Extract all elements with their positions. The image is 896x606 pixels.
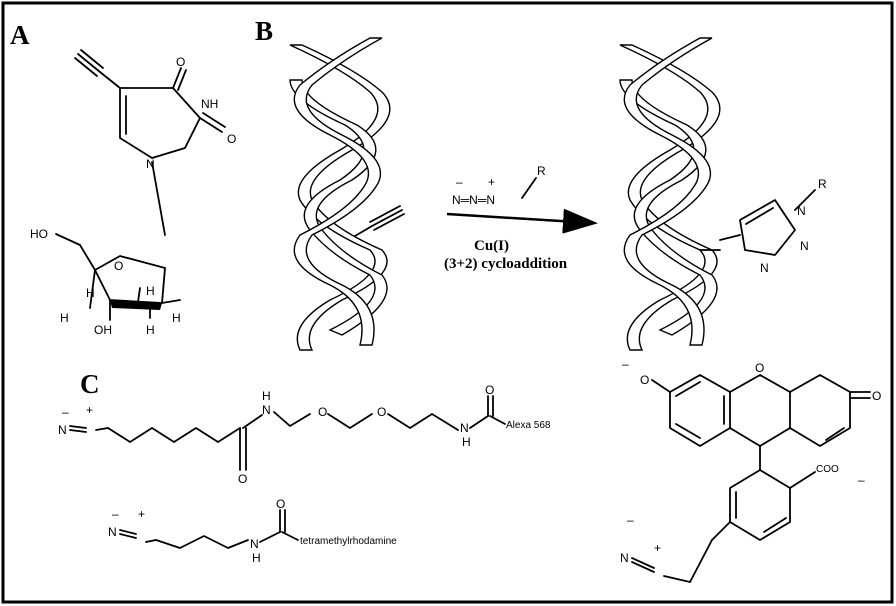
reagent-azide: N═N═N [452,193,495,207]
panel-label-a: A [10,20,30,50]
dna-helix-right [619,37,721,351]
linker2-azide: N [108,525,117,539]
atom-o-right: O [227,132,236,146]
panel-label-c: C [80,369,100,399]
linker2-minus: – [112,507,119,521]
linker1-o-amide: O [238,472,247,486]
atom-h4: H [146,323,155,337]
product-r: R [818,177,827,191]
linker1-minus: – [62,405,69,419]
atom-o-top: O [176,55,185,69]
edu-structure [55,49,226,321]
fluorescein-azide-n: N [620,551,629,565]
atom-nh: NH [201,97,218,111]
reagent-plus: + [488,175,495,189]
fluorescein-o-left: O [640,373,649,387]
condition-catalyst: Cu(I) [474,238,509,254]
atom-h1: H [86,286,95,300]
atom-h3: H [146,284,155,298]
atom-ho: HO [30,227,48,241]
product-n3: N [760,261,769,275]
atom-n1: N [146,157,155,171]
linker2-n: N [250,537,259,551]
reaction-arrow [446,208,598,234]
panel-label-b: B [255,16,273,46]
linker1-n2: N [460,421,469,435]
fluorescein-azide-plus: + [654,541,661,555]
atom-o-ring: O [114,259,123,273]
fluorescein-azide-minus: – [627,513,634,527]
linker2-label: tetramethylrhodamine [300,536,397,547]
reagent-r: R [537,164,546,178]
product-n2: N [800,239,809,253]
linker2-o: O [276,497,285,511]
atom-oh: OH [94,323,112,337]
linker1-o-ether2: O [377,405,386,419]
fluorescein-o-right: O [872,389,881,403]
fluorescein-minus-coo: – [858,473,865,487]
linker1-azide: N [58,423,67,437]
linker1-label: Alexa 568 [506,420,551,431]
linker1-h2: H [462,435,471,449]
linker1-o-carbonyl: O [485,383,494,397]
linker1-o-ether1: O [318,405,327,419]
triazole-ring [719,189,816,256]
atom-h5: H [172,311,181,325]
linker2-plus: + [138,507,145,521]
linker1-n1: N [262,403,271,417]
condition-reaction: (3+2) cycloaddition [444,256,568,272]
linker1-h1: H [262,389,271,403]
fluorescein-o-ring: O [755,361,764,375]
fluorescein-minus-left: – [622,357,629,371]
atom-h2: H [60,311,69,325]
fluorescein-structure [651,374,871,541]
reagent-minus: – [456,175,463,189]
fluorescein-coo: COO [816,464,839,475]
dna-helix-left [289,37,405,351]
linker1-plus: + [86,403,93,417]
linker2-h: H [252,551,261,565]
product-n1: N [797,204,806,218]
